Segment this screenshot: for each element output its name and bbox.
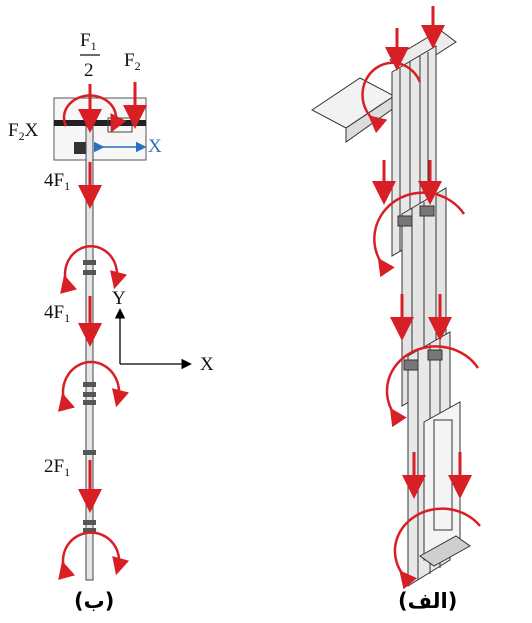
panel-a (311, 29, 471, 587)
tray-plate (311, 77, 395, 129)
moment-a-2 (373, 191, 466, 278)
moment-a-1 (361, 61, 422, 134)
f1-half-denominator: 2 (84, 60, 94, 81)
housing-detail (74, 142, 86, 154)
label-4f1-b: 4F1 (44, 302, 70, 325)
iso-connectors (397, 205, 443, 371)
axis-y-label: Y (112, 288, 126, 309)
moment-arrow-top (62, 94, 127, 133)
label-4f1-a: 4F1 (44, 170, 70, 193)
caption-a: (الف) (398, 589, 457, 613)
panel-a-forces (361, 6, 481, 590)
moment-a-3 (385, 345, 480, 428)
f2-label: F2 (124, 50, 141, 73)
moment-a-4 (393, 507, 481, 590)
label-2f1: 2F1 (44, 456, 70, 479)
moment-arc-3 (58, 531, 130, 580)
base-foot (419, 535, 471, 567)
f2x-label: F2X (8, 120, 39, 143)
x-dimension-label: X (148, 136, 162, 157)
caption-b: (ب) (74, 589, 114, 613)
moment-arc-2 (57, 360, 129, 412)
moment-arc-1 (60, 245, 128, 294)
panel-b: F1 2 F2 F2X X 4F1 4F1 2F1 Y X (ب) (8, 30, 214, 613)
axis-x-label: X (200, 354, 214, 375)
f1-half-numerator: F1 (80, 30, 97, 53)
